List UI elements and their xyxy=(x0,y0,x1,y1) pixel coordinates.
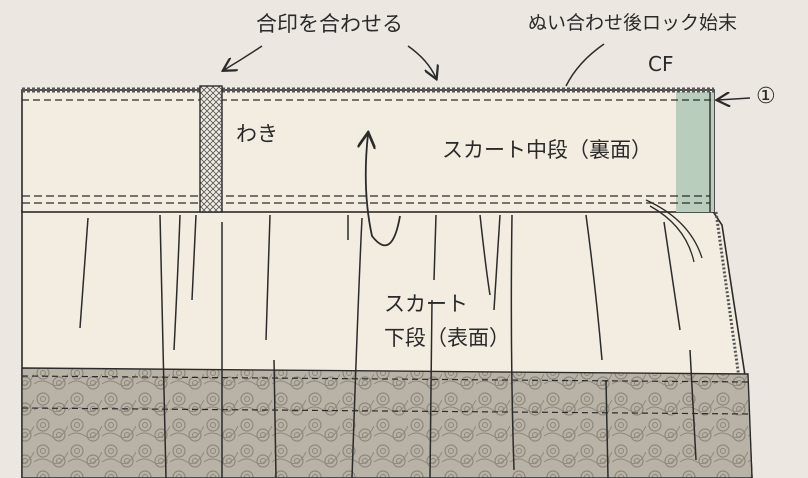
circled-one-arrow xyxy=(718,98,751,100)
edge-tails xyxy=(645,199,703,263)
cf-facing-panel xyxy=(676,92,714,212)
lace-stitch-line-2 xyxy=(21,407,751,415)
label-lower-tier-line2: 下段（表面） xyxy=(384,326,510,350)
label-center-front: CF xyxy=(648,52,674,76)
side-seam-strip xyxy=(199,85,223,213)
label-middle-tier: スカート中段（裏面） xyxy=(442,138,652,162)
fold-arrow xyxy=(366,134,401,247)
label-align-marks: 合印を合わせる xyxy=(256,12,403,36)
lace-stitch-line-1 xyxy=(21,375,749,383)
label-side-seam: わき xyxy=(236,122,278,146)
overlock-leader xyxy=(565,43,605,87)
label-overlock-after: ぬい合わせ後ロック始末 xyxy=(528,12,738,34)
lace-hem-band xyxy=(21,367,753,478)
gather-lines xyxy=(79,214,697,478)
label-lower-tier-line1: スカート xyxy=(384,292,468,316)
align-arrow-left xyxy=(224,45,263,70)
label-circled-one: ① xyxy=(756,84,776,109)
align-arrow-right xyxy=(407,45,436,78)
